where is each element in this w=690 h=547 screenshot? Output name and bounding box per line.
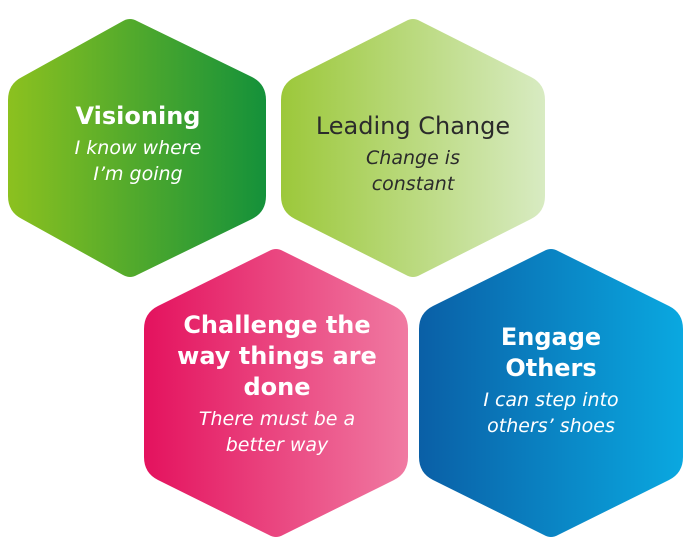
hexagon-challenge <box>144 249 408 537</box>
hexagon-challenge-text: Challenge the way things are done There … <box>150 310 404 458</box>
hexagon-visioning-text: Visioning I know where I’m going <box>20 101 256 187</box>
hexagon-visioning <box>8 19 266 277</box>
hexagon-engage-others <box>419 249 683 537</box>
engage-others-title: Engage Others <box>500 323 602 382</box>
hexagon-leading-change-text: Leading Change Change is constant <box>285 111 541 197</box>
challenge-subtitle: There must be a better way <box>198 408 356 456</box>
hexagon-leading-change <box>281 19 545 277</box>
engage-others-subtitle: I can step into others’ shoes <box>483 389 619 437</box>
visioning-subtitle: I know where I’m going <box>74 137 202 185</box>
visioning-title: Visioning <box>75 102 201 130</box>
leading-change-subtitle: Change is constant <box>366 147 460 195</box>
challenge-title: Challenge the way things are done <box>177 311 377 401</box>
leading-change-title: Leading Change <box>315 112 511 140</box>
hexagon-engage-others-text: Engage Others I can step into others’ sh… <box>424 322 678 439</box>
